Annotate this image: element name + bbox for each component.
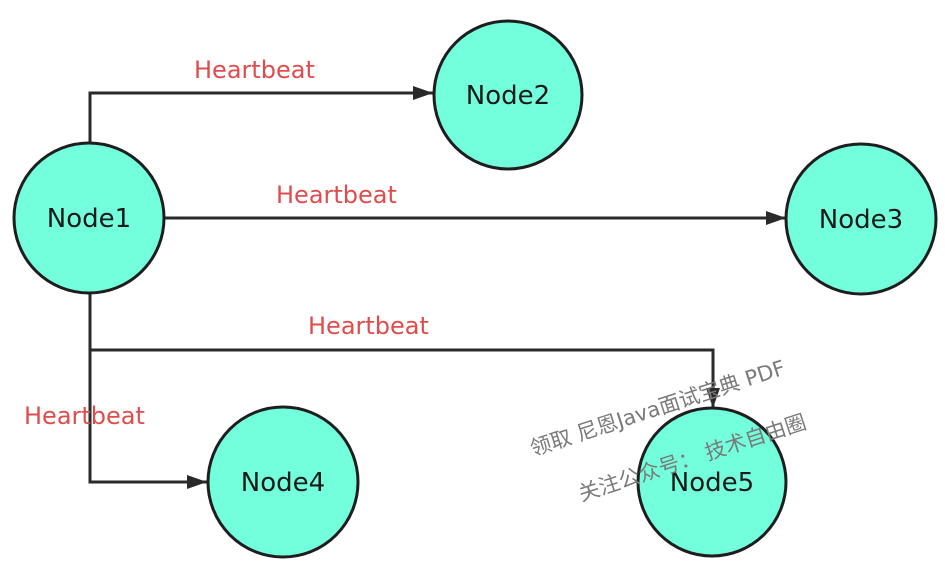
edge-node1-node4	[88, 350, 207, 489]
node-1: Node1	[12, 141, 166, 295]
edge-label-node3: Heartbeat	[276, 181, 397, 209]
edge-label-node5: Heartbeat	[308, 312, 429, 340]
node-4-label: Node4	[241, 468, 325, 498]
node-2-label: Node2	[466, 81, 550, 111]
node-1-label: Node1	[47, 204, 131, 234]
edge-node1-node5	[88, 293, 720, 408]
node-2: Node2	[432, 19, 584, 171]
node-5: Node5	[636, 406, 788, 558]
edge-label-node2: Heartbeat	[194, 56, 315, 84]
node-3: Node3	[784, 142, 938, 296]
node-5-label: Node5	[670, 468, 754, 498]
edge-node1-node2	[88, 86, 433, 143]
node-4: Node4	[206, 405, 360, 559]
node-3-label: Node3	[819, 205, 903, 235]
edge-label-node4: Heartbeat	[24, 402, 145, 430]
